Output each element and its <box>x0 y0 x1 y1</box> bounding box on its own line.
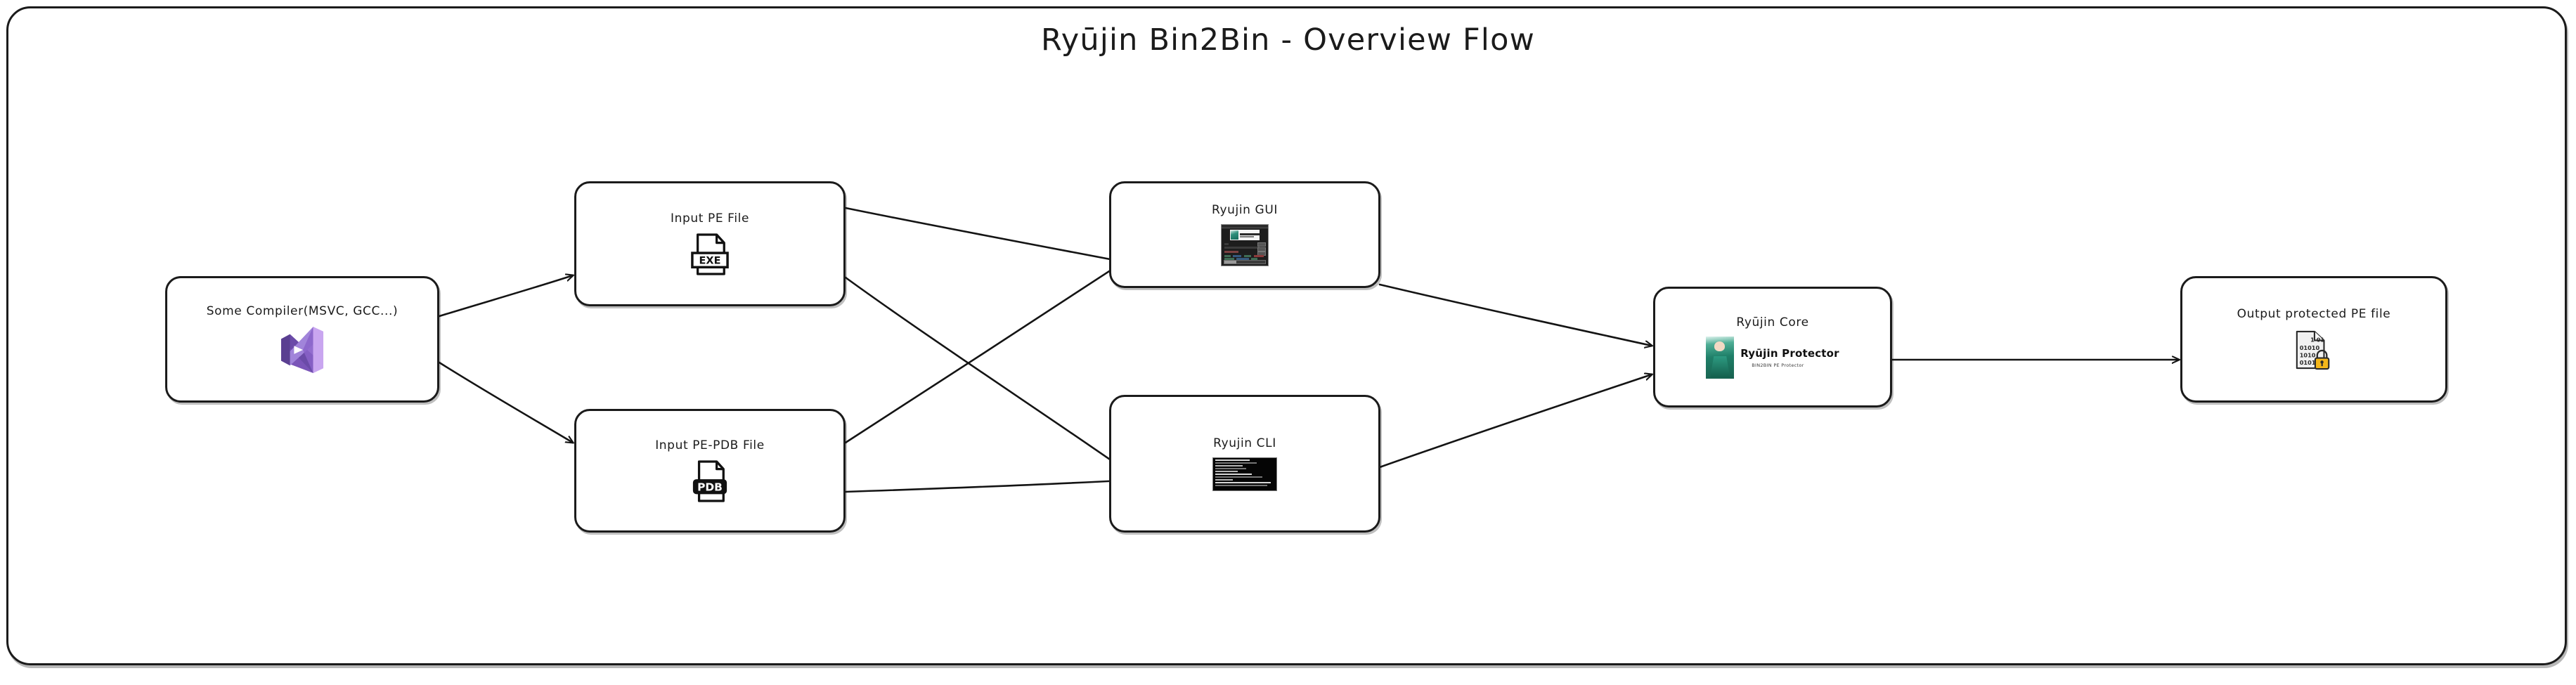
node-ryujin-core-label: Ryūjin Core <box>1736 315 1809 330</box>
node-ryujin-gui-label: Ryujin GUI <box>1212 203 1278 217</box>
cli-terminal-thumbnail <box>1212 457 1277 491</box>
node-ryujin-cli-label: Ryujin CLI <box>1213 436 1276 450</box>
node-output-protected-pe[interactable]: Output protected PE file 1 01 01010 1010… <box>2180 276 2447 403</box>
node-input-pdb-file-label: Input PE-PDB File <box>655 438 765 452</box>
svg-text:0101: 0101 <box>2300 359 2316 366</box>
node-input-pe-file[interactable]: Input PE File EXE <box>574 181 846 306</box>
pdb-file-icon: PDB <box>691 459 729 503</box>
node-ryujin-cli[interactable]: Ryujin CLI <box>1109 395 1380 533</box>
node-input-pdb-file[interactable]: Input PE-PDB File PDB <box>574 409 846 533</box>
svg-text:1 01: 1 01 <box>2310 336 2324 343</box>
node-compiler[interactable]: Some Compiler(MSVC, GCC...) <box>165 276 439 403</box>
node-ryujin-core[interactable]: Ryūjin Core Ryūjin Protector BIN2BIN PE … <box>1653 287 1892 407</box>
node-ryujin-gui[interactable]: Ryujin GUI <box>1109 181 1380 288</box>
svg-text:EXE: EXE <box>699 256 721 267</box>
locked-binary-file-icon: 1 01 01010 1010 0101 <box>2294 328 2334 372</box>
svg-text:PDB: PDB <box>697 481 723 494</box>
ryujin-character-avatar <box>1706 337 1735 379</box>
ryujin-protector-logo-icon: Ryūjin Protector BIN2BIN PE Protector <box>1706 337 1839 379</box>
node-compiler-label: Some Compiler(MSVC, GCC...) <box>206 304 399 318</box>
core-brand-subtitle: BIN2BIN PE Protector <box>1752 363 1804 368</box>
node-output-protected-pe-label: Output protected PE file <box>2237 307 2391 321</box>
svg-text:1010: 1010 <box>2300 352 2316 359</box>
svg-text:01010: 01010 <box>2300 344 2320 351</box>
page-title: Ryūjin Bin2Bin - Overview Flow <box>1041 22 1535 58</box>
visual-studio-logo-icon <box>280 325 324 374</box>
exe-file-icon: EXE <box>691 233 729 276</box>
core-brand-name: Ryūjin Protector <box>1740 347 1839 360</box>
gui-screenshot-thumbnail <box>1221 224 1269 266</box>
node-input-pe-file-label: Input PE File <box>670 211 750 226</box>
